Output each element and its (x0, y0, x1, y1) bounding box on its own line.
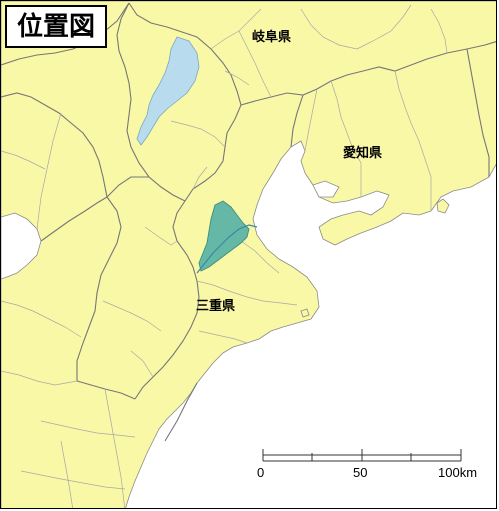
scale-label-0: 0 (257, 465, 265, 480)
highlight-area (198, 200, 250, 272)
prefecture-borders (1, 2, 496, 442)
label-aichi: 愛知県 (343, 146, 383, 161)
bay-inner (312, 180, 340, 198)
island-1 (436, 198, 450, 214)
osaka-bay (1, 212, 42, 280)
river-line (196, 224, 258, 274)
scale-label-50: 50 (353, 465, 368, 480)
municipal-borders (1, 4, 448, 508)
island-2 (300, 308, 310, 318)
label-mie: 三重県 (196, 299, 236, 314)
scale-label-100km: 100km (438, 465, 478, 480)
map-title: 位置図 (5, 5, 108, 48)
lake-biwa (136, 36, 200, 146)
label-gifu: 岐阜県 (252, 30, 292, 45)
